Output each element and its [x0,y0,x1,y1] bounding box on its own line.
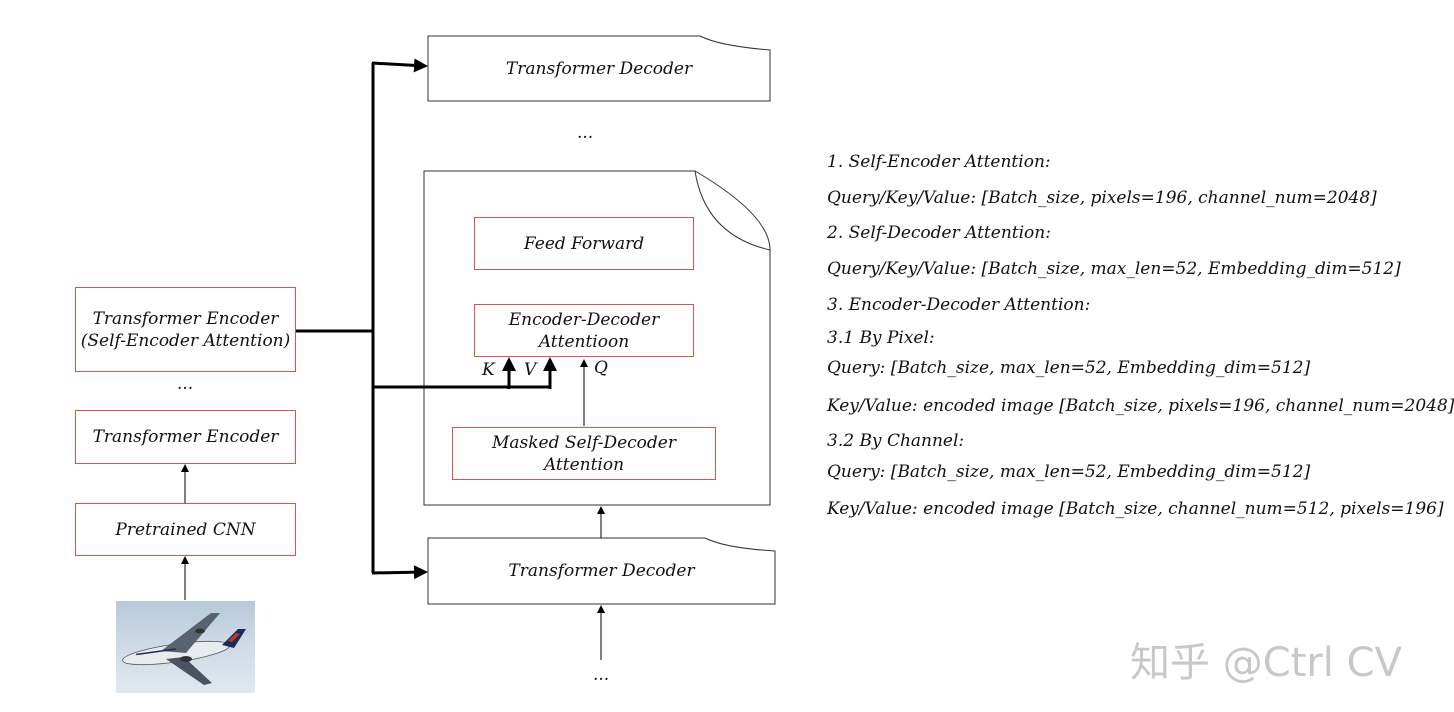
masked-self-decoder-attention-box: Masked Self-Decoder Attention [452,427,716,480]
arrow-bus-to-decoder-top [371,58,428,73]
encoder-decoder-attention-box: Encoder-Decoder Attentioon [474,304,694,357]
note-self-encoder-heading: 1. Self-Encoder Attention: [827,152,1051,172]
note-by-channel-keyvalue: Key/Value: encoded image [Batch_size, ch… [827,499,1444,519]
label-q: Q [594,358,608,378]
input-airplane-image [116,601,255,693]
masked-self-label: Masked Self-Decoder Attention [491,432,676,475]
note-self-decoder-shape: Query/Key/Value: [Batch_size, max_len=52… [827,259,1401,279]
enc-dec-line2: Attentioon [538,331,630,352]
transformer-encoder-self-box: Transformer Encoder (Self-Encoder Attent… [75,287,296,372]
feed-forward-label: Feed Forward [523,233,645,254]
note-by-channel-query: Query: [Batch_size, max_len=52, Embeddin… [827,462,1311,482]
decoder-ellipsis-mid: ... [577,123,594,143]
encoder-ellipsis: ... [177,374,194,394]
transformer-decoder-top-label: Transformer Decoder [505,59,693,79]
note-by-pixel-heading: 3.1 By Pixel: [827,328,935,348]
note-enc-dec-heading: 3. Encoder-Decoder Attention: [827,295,1091,315]
encoder-top-line1: Transformer Encoder [92,308,279,329]
airplane-icon [122,613,246,685]
note-by-pixel-query: Query: [Batch_size, max_len=52, Embeddin… [827,358,1311,378]
zhihu-watermark: 知乎 @Ctrl CV [1130,640,1402,686]
transformer-decoder-bottom-label: Transformer Decoder [508,561,695,581]
pretrained-cnn-label: Pretrained CNN [115,519,256,540]
decoder-bottom-doc [427,537,776,605]
transformer-encoder-label: Transformer Encoder [92,427,279,447]
label-k: K [482,360,495,380]
note-self-encoder-shape: Query/Key/Value: [Batch_size, pixels=196… [827,188,1377,208]
pretrained-cnn-box: Pretrained CNN [75,503,296,556]
decoder-top-doc [427,35,771,102]
note-by-channel-heading: 3.2 By Channel: [827,431,965,451]
decoder-layer-fold [694,170,771,251]
label-v: V [524,360,537,380]
note-by-pixel-keyvalue: Key/Value: encoded image [Batch_size, pi… [827,396,1454,416]
enc-dec-line1: Encoder-Decoder [508,309,660,330]
encoder-output-bus [296,63,550,573]
encoder-top-line2: (Self-Encoder Attention) [80,330,291,351]
decoder-ellipsis-bottom: ... [593,665,610,685]
note-self-decoder-heading: 2. Self-Decoder Attention: [827,223,1051,243]
transformer-encoder-box: Transformer Encoder [75,410,296,464]
feed-forward-box: Feed Forward [474,217,694,270]
arrow-bus-to-decoder-bottom [371,565,428,580]
